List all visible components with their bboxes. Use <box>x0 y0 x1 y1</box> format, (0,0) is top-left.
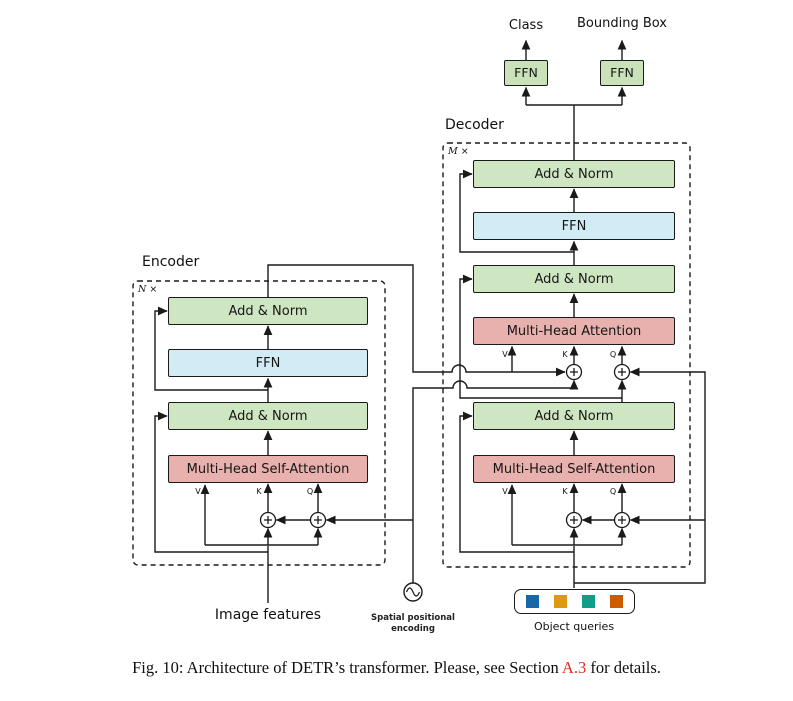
dec-self-q-label: Q <box>609 487 617 496</box>
add-symbol-encoder-q <box>309 511 327 529</box>
add-symbol-decoder-self-k <box>565 511 583 529</box>
dec-cross-v-label: V <box>502 350 508 359</box>
encoder-boundary <box>132 280 386 566</box>
decoder-add-norm-2: Add & Norm <box>473 265 675 293</box>
encoder-self-attention: Multi-Head Self-Attention <box>168 455 368 483</box>
add-symbols <box>259 363 631 529</box>
encoder-ffn: FFN <box>168 349 368 377</box>
object-query-swatch-1 <box>526 595 539 608</box>
object-queries-label: Object queries <box>533 620 615 633</box>
encoder-repeat-label: N × <box>138 284 158 295</box>
caption-section-link[interactable]: A.3 <box>561 658 587 677</box>
encoder-add-norm-1: Add & Norm <box>168 402 368 430</box>
class-output-label: Class <box>508 18 544 33</box>
enc-k-label: K <box>256 487 262 496</box>
image-features-label: Image features <box>214 607 322 623</box>
object-query-swatch-4 <box>610 595 623 608</box>
dec-cross-q-label: Q <box>609 350 617 359</box>
decoder-repeat-label: M × <box>448 146 469 157</box>
add-symbol-decoder-self-q <box>613 511 631 529</box>
encoder-title: Encoder <box>142 254 200 270</box>
enc-q-label: Q <box>306 487 314 496</box>
decoder-boundary <box>442 142 691 568</box>
dec-self-k-label: K <box>562 487 568 496</box>
caption-text-suffix: for details. <box>586 658 661 677</box>
add-symbol-decoder-cross-q <box>613 363 631 381</box>
add-symbol-encoder-k <box>259 511 277 529</box>
spatial-positional-encoding-label: Spatial positional encoding <box>371 613 455 634</box>
bounding-box-output-label: Bounding Box <box>576 16 668 31</box>
object-query-swatch-3 <box>582 595 595 608</box>
decoder-ffn: FFN <box>473 212 675 240</box>
decoder-title: Decoder <box>445 117 504 133</box>
class-ffn-box: FFN <box>504 60 548 86</box>
connection-arrows <box>154 39 706 603</box>
dec-cross-k-label: K <box>562 350 568 359</box>
figure-caption: Fig. 10: Architecture of DETR’s transfor… <box>0 658 793 678</box>
decoder-cross-attention: Multi-Head Attention <box>473 317 675 345</box>
object-queries-box <box>514 589 635 614</box>
decoder-self-attention: Multi-Head Self-Attention <box>473 455 675 483</box>
positional-encoding-symbol <box>403 582 423 602</box>
enc-v-label: V <box>195 487 201 496</box>
add-symbol-decoder-cross-k <box>565 363 583 381</box>
dec-self-v-label: V <box>502 487 508 496</box>
decoder-add-norm-3: Add & Norm <box>473 160 675 188</box>
caption-text-prefix: Fig. 10: Architecture of DETR’s transfor… <box>132 658 562 677</box>
object-query-swatch-2 <box>554 595 567 608</box>
encoder-add-norm-2: Add & Norm <box>168 297 368 325</box>
bounding-box-ffn-box: FFN <box>600 60 644 86</box>
decoder-add-norm-1: Add & Norm <box>473 402 675 430</box>
